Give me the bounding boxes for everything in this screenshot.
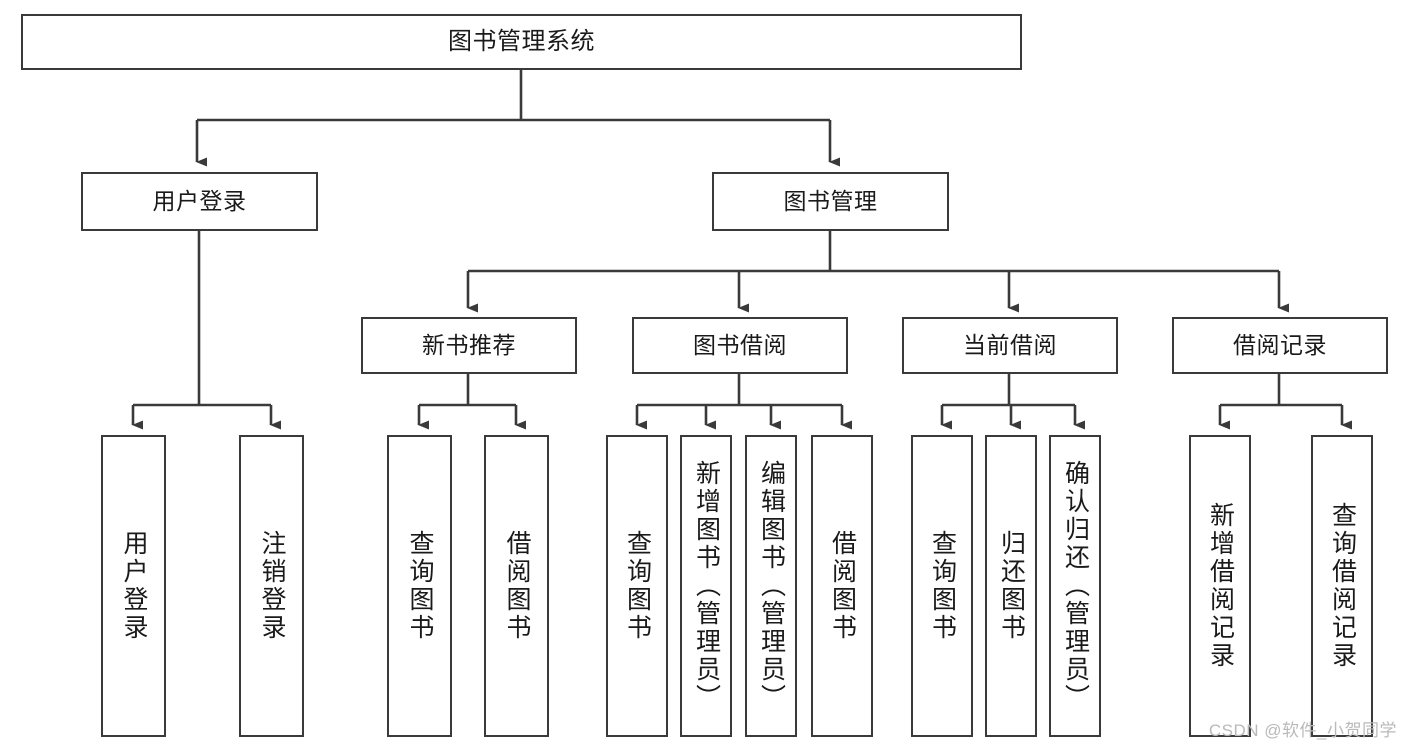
node-current-borrow-label: 当前借阅: [963, 331, 1057, 358]
node-book-management[interactable]: 图书管理: [712, 172, 949, 231]
node-leaf-return-book[interactable]: 归还图书: [985, 435, 1037, 737]
node-leaf-query-book-current[interactable]: 查询图书: [911, 435, 973, 737]
node-leaf-edit-book-label: 编辑图书（管理员）: [757, 460, 786, 712]
node-leaf-borrow-book-recommend-label: 借阅图书: [503, 530, 531, 642]
node-leaf-return-book-label: 归还图书: [997, 530, 1026, 642]
node-leaf-query-book-recommend[interactable]: 查询图书: [387, 435, 452, 737]
node-borrow-record[interactable]: 借阅记录: [1172, 317, 1388, 374]
node-leaf-query-borrow-record-label: 查询借阅记录: [1328, 502, 1357, 670]
node-leaf-borrow-book-recommend[interactable]: 借阅图书: [484, 435, 549, 737]
node-leaf-add-book[interactable]: 新增图书（管理员）: [680, 435, 732, 737]
node-root-label: 图书管理系统: [448, 27, 595, 55]
node-current-borrow[interactable]: 当前借阅: [902, 317, 1118, 374]
node-leaf-user-login[interactable]: 用户登录: [101, 435, 166, 737]
node-book-borrow[interactable]: 图书借阅: [632, 317, 848, 374]
node-leaf-add-book-label: 新增图书（管理员）: [692, 460, 721, 712]
node-leaf-add-borrow-record[interactable]: 新增借阅记录: [1189, 435, 1251, 737]
node-leaf-query-book-recommend-label: 查询图书: [406, 530, 434, 642]
node-user-login[interactable]: 用户登录: [81, 172, 318, 231]
node-user-login-label: 用户登录: [152, 187, 247, 214]
node-leaf-add-borrow-record-label: 新增借阅记录: [1206, 502, 1235, 670]
node-leaf-query-book-borrow-label: 查询图书: [623, 530, 652, 642]
node-leaf-user-logout-label: 注销登录: [258, 530, 286, 642]
csdn-watermark: CSDN @软件_小贺同学: [1208, 721, 1397, 740]
node-leaf-query-book-borrow[interactable]: 查询图书: [606, 435, 668, 737]
node-book-borrow-label: 图书借阅: [693, 331, 787, 358]
node-leaf-query-borrow-record[interactable]: 查询借阅记录: [1311, 435, 1373, 737]
node-leaf-borrow-book-label: 借阅图书: [828, 530, 857, 642]
node-book-management-label: 图书管理: [783, 187, 878, 214]
node-new-book-recommend[interactable]: 新书推荐: [361, 317, 577, 374]
node-leaf-confirm-return-label: 确认归还（管理员）: [1061, 460, 1090, 712]
node-new-book-recommend-label: 新书推荐: [422, 331, 516, 358]
node-leaf-confirm-return[interactable]: 确认归还（管理员）: [1049, 435, 1101, 737]
node-root[interactable]: 图书管理系统: [21, 14, 1022, 70]
node-leaf-borrow-book[interactable]: 借阅图书: [811, 435, 873, 737]
node-leaf-edit-book[interactable]: 编辑图书（管理员）: [745, 435, 797, 737]
node-borrow-record-label: 借阅记录: [1233, 331, 1327, 358]
node-leaf-user-login-label: 用户登录: [120, 530, 148, 642]
node-leaf-user-logout[interactable]: 注销登录: [239, 435, 304, 737]
node-leaf-query-book-current-label: 查询图书: [928, 530, 957, 642]
